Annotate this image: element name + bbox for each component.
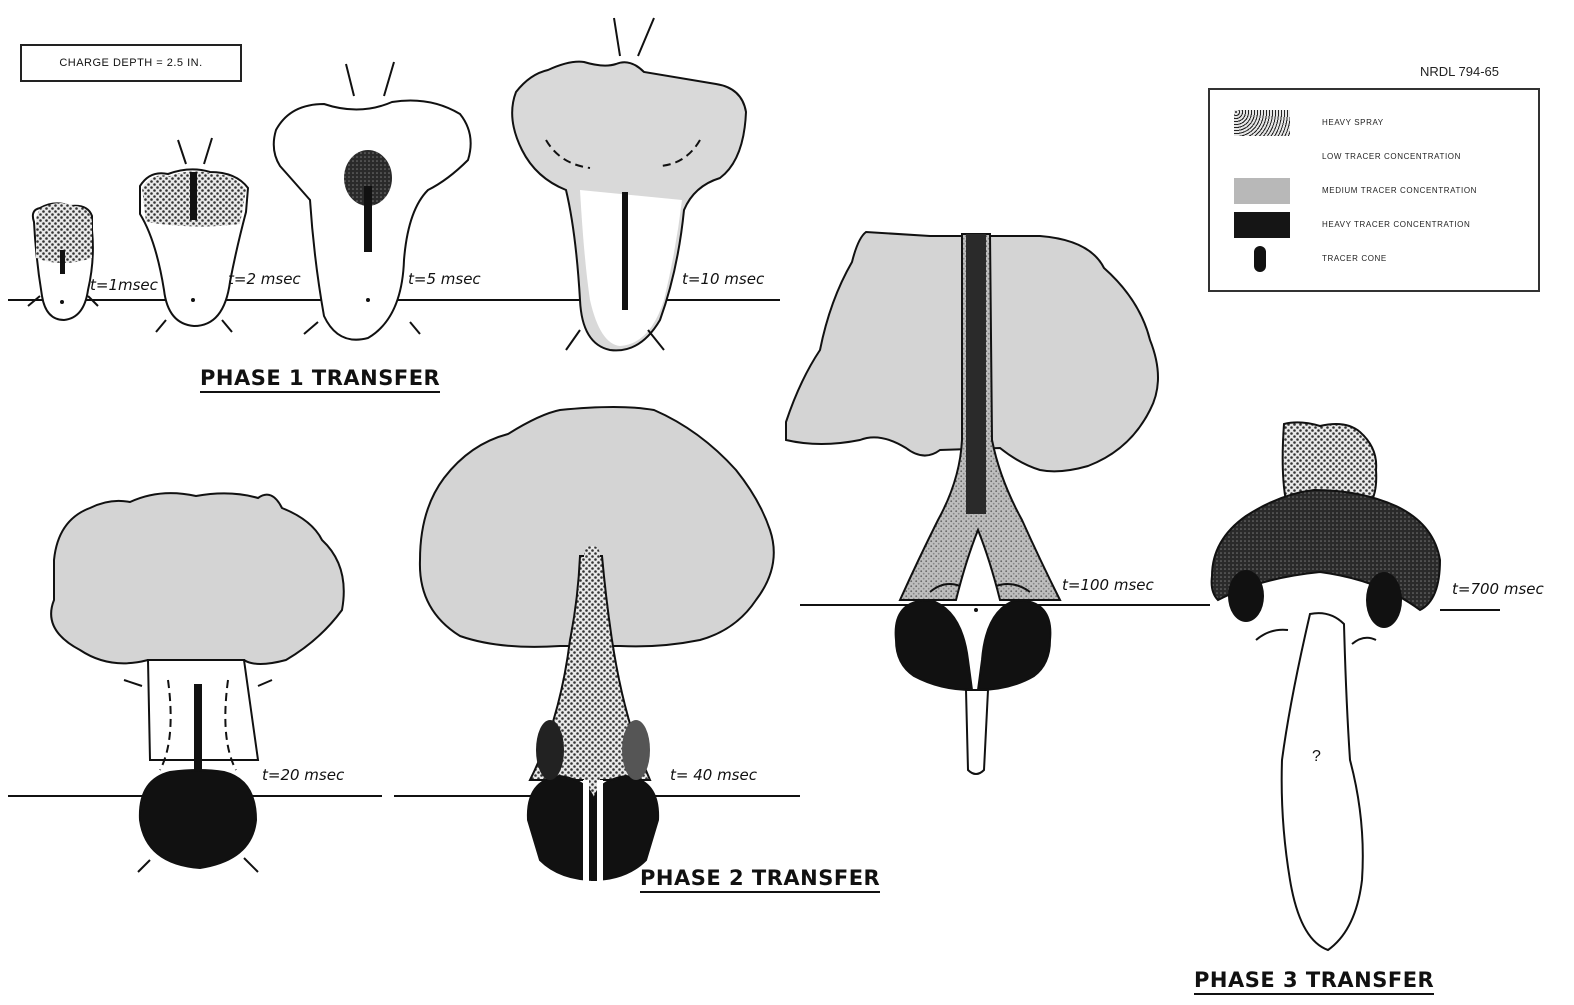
legend-label: MEDIUM TRACER CONCENTRATION xyxy=(1322,186,1477,195)
heavy-tracer-swatch xyxy=(1234,212,1290,238)
legend-item-heavy-spray: HEAVY SPRAY xyxy=(1210,110,1538,140)
phase-1-title: PHASE 1 TRANSFER xyxy=(200,366,440,393)
time-label-20: t=20 msec xyxy=(262,766,344,784)
legend: HEAVY SPRAY LOW TRACER CONCENTRATION MED… xyxy=(1208,88,1540,292)
time-label-2: t=2 msec xyxy=(228,270,301,288)
legend-item-low-tracer: LOW TRACER CONCENTRATION xyxy=(1210,144,1538,174)
legend-item-tracer-cone: TRACER CONE xyxy=(1210,246,1538,276)
legend-label: LOW TRACER CONCENTRATION xyxy=(1322,152,1461,161)
frame-t5 xyxy=(274,62,471,340)
legend-label: TRACER CONE xyxy=(1322,254,1387,263)
report-id: NRDL 794-65 xyxy=(1420,64,1499,79)
tracer-cone-swatch xyxy=(1254,246,1266,272)
time-label-40: t= 40 msec xyxy=(670,766,757,784)
time-label-100: t=100 msec xyxy=(1062,576,1154,594)
charge-depth-box: CHARGE DEPTH = 2.5 IN. xyxy=(20,44,242,82)
time-label-1: t=1msec xyxy=(90,276,158,294)
frame-t100 xyxy=(786,232,1158,774)
legend-label: HEAVY TRACER CONCENTRATION xyxy=(1322,220,1470,229)
frame-t2 xyxy=(140,138,248,332)
frame-t700 xyxy=(1212,422,1440,950)
time-label-5: t=5 msec xyxy=(408,270,481,288)
frame-t1 xyxy=(28,203,98,320)
phase-2-title: PHASE 2 TRANSFER xyxy=(640,866,880,893)
unknown-mark: ? xyxy=(1312,748,1321,766)
legend-label: HEAVY SPRAY xyxy=(1322,118,1384,127)
legend-item-heavy-tracer: HEAVY TRACER CONCENTRATION xyxy=(1210,212,1538,242)
time-label-700: t=700 msec xyxy=(1452,580,1544,598)
phase-3-title: PHASE 3 TRANSFER xyxy=(1194,968,1434,995)
frame-t20 xyxy=(51,493,344,872)
medium-tracer-swatch xyxy=(1234,178,1290,204)
heavy-spray-swatch xyxy=(1234,110,1290,136)
frame-t40 xyxy=(420,407,774,884)
legend-item-medium-tracer: MEDIUM TRACER CONCENTRATION xyxy=(1210,178,1538,208)
time-label-10: t=10 msec xyxy=(682,270,764,288)
